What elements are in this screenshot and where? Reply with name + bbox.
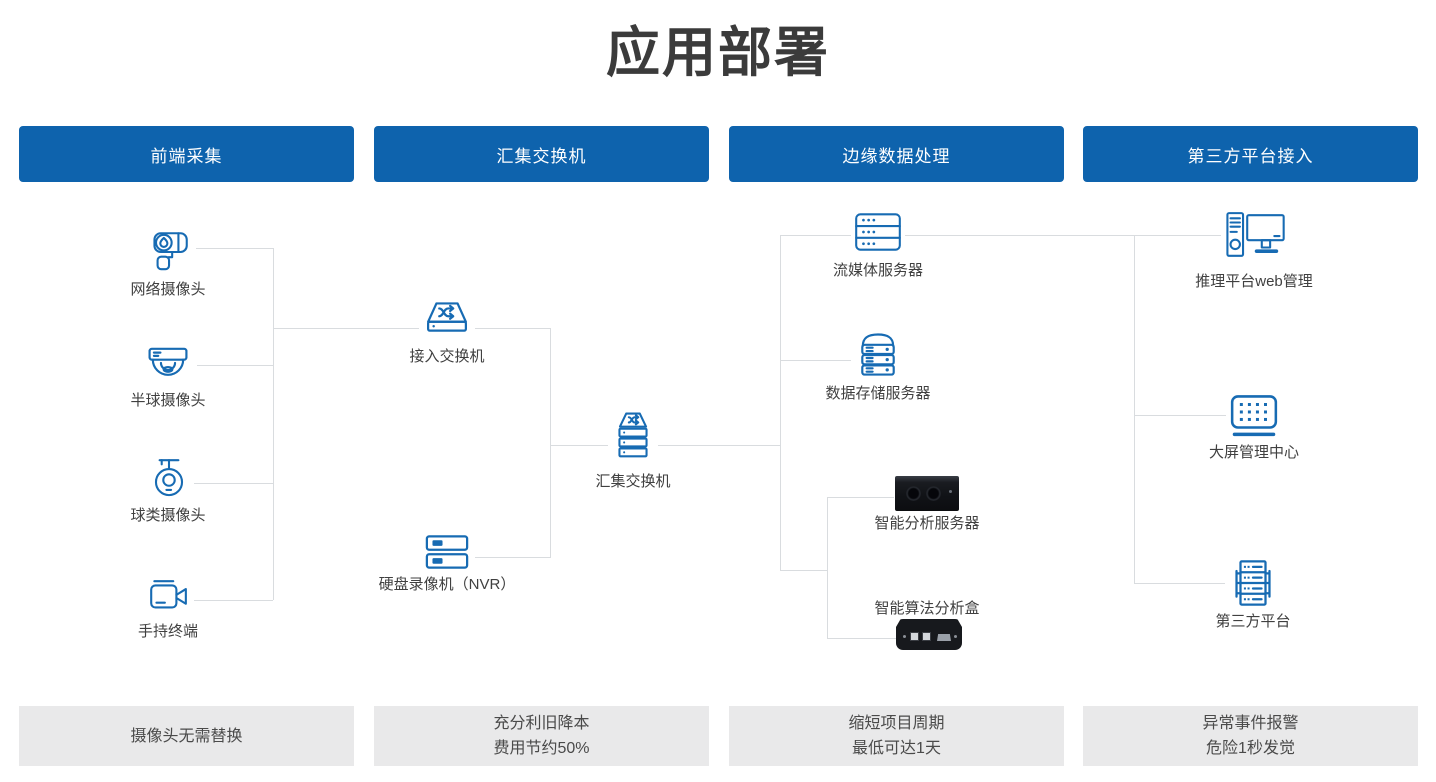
connector [1134, 235, 1135, 583]
server-fan [906, 486, 921, 501]
connector [1134, 583, 1225, 584]
inference-platform-label: 推理平台web管理 [1195, 273, 1313, 290]
nvr-label: 硬盘录像机（NVR） [378, 576, 516, 593]
vga-port [937, 634, 951, 641]
footer-line: 最低可达1天 [852, 740, 941, 757]
header-frontend-capture: 前端采集 [19, 126, 354, 182]
ethernet-port [910, 632, 919, 641]
footer-benefit-2: 充分利旧降本 费用节约50% [374, 706, 709, 766]
footer-line: 异常事件报警 [1202, 715, 1299, 732]
analysis-box-image [896, 619, 962, 650]
footer-line: 危险1秒发觉 [1206, 740, 1295, 757]
connector [780, 570, 827, 571]
ptz-camera-label: 球类摄像头 [130, 507, 206, 524]
ptz-camera-icon [144, 455, 194, 505]
footer-line: 费用节约50% [493, 740, 590, 757]
connector [273, 328, 550, 329]
footer-benefit-1: 摄像头无需替换 [19, 706, 354, 766]
connector [780, 235, 1221, 236]
dome-camera-icon [142, 346, 194, 382]
aggregation-switch-icon [608, 410, 658, 463]
connector [192, 483, 273, 484]
connector [550, 445, 608, 446]
connector [1134, 415, 1226, 416]
footer-line: 摄像头无需替换 [130, 727, 243, 745]
big-screen-label: 大屏管理中心 [1208, 444, 1300, 461]
access-switch-label: 接入交换机 [409, 348, 485, 365]
dome-camera-label: 半球摄像头 [130, 392, 206, 409]
analysis-server-image [895, 476, 959, 511]
aggregation-switch-label: 汇集交换机 [595, 473, 671, 490]
connector [658, 445, 780, 446]
footer-line: 缩短项目周期 [848, 715, 945, 732]
storage-server-icon [851, 328, 905, 380]
server-fan [926, 486, 941, 501]
ethernet-port [922, 632, 931, 641]
analysis-server-label: 智能分析服务器 [874, 515, 980, 532]
handheld-terminal-label: 手持终端 [137, 623, 199, 640]
access-switch-icon [419, 299, 475, 339]
media-server-label: 流媒体服务器 [832, 262, 924, 279]
media-server-icon [851, 211, 905, 253]
connector [471, 557, 550, 558]
connector [780, 235, 781, 570]
storage-server-label: 数据存储服务器 [825, 385, 931, 402]
third-party-label: 第三方平台 [1215, 613, 1291, 630]
screw-dot [903, 635, 906, 638]
connector [196, 248, 273, 249]
header-third-party-access: 第三方平台接入 [1083, 126, 1418, 182]
network-camera-icon [143, 227, 193, 277]
connector [550, 328, 551, 558]
connector [192, 600, 273, 601]
connector [197, 365, 273, 366]
connector [827, 638, 896, 639]
connector [780, 360, 852, 361]
header-aggregation-switch: 汇集交换机 [374, 126, 709, 182]
footer-line: 充分利旧降本 [493, 715, 590, 732]
network-camera-label: 网络摄像头 [130, 281, 206, 298]
big-screen-icon [1226, 393, 1282, 439]
connector [273, 248, 274, 600]
connector [827, 497, 894, 498]
third-party-icon [1225, 558, 1281, 608]
screw-dot [954, 635, 957, 638]
footer-benefit-3: 缩短项目周期 最低可达1天 [729, 706, 1064, 766]
page-title: 应用部署 [606, 23, 830, 83]
handheld-terminal-icon [142, 577, 194, 619]
footer-benefit-4: 异常事件报警 危险1秒发觉 [1083, 706, 1418, 766]
nvr-icon [419, 533, 475, 571]
analysis-box-label: 智能算法分析盒 [874, 600, 980, 617]
header-edge-processing: 边缘数据处理 [729, 126, 1064, 182]
inference-platform-icon [1221, 210, 1288, 260]
server-led [949, 490, 952, 493]
connector [827, 497, 828, 638]
